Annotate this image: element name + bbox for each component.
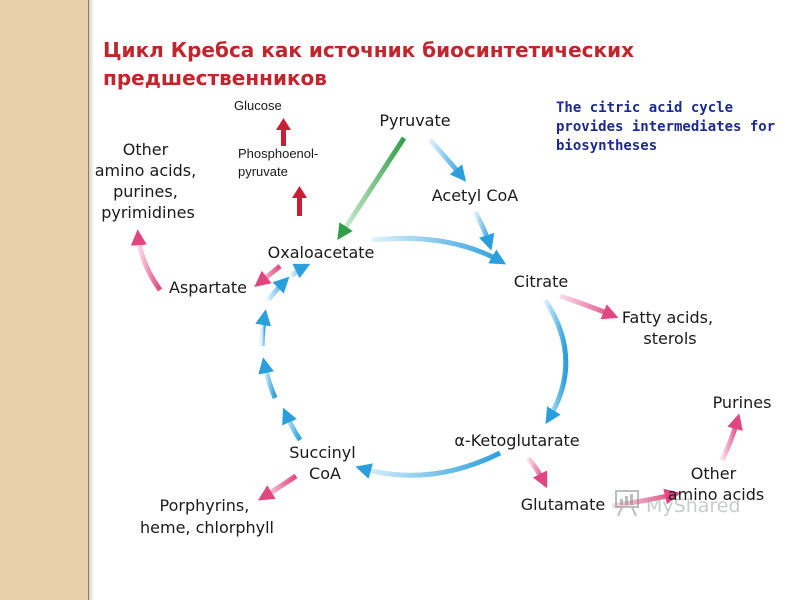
node-oxaloacetate: Oxaloacetate — [268, 243, 375, 262]
node-citrate: Citrate — [514, 272, 568, 291]
arrow-oxaloacetate-to-pep-icon — [292, 186, 307, 216]
node-fatty-acids: Fatty acids, sterols — [622, 308, 718, 348]
node-porphyrins: Porphyrins, heme, chlorphyll — [140, 496, 274, 537]
arrow-acetyl-coa-to-citrate — [472, 210, 495, 251]
arrow-pep-to-glucose-icon — [276, 118, 291, 146]
node-phosphoenolpyruvate: Phosphoenol- pyruvate — [238, 146, 322, 179]
slide-title: Цикл Кребса как источник биосинтетически… — [103, 38, 634, 90]
arrow-other-amino-acids-to-purines — [719, 413, 743, 462]
arrow-cycle-segment-2 — [258, 357, 278, 400]
node-other-amino-acids-right: Other amino acids — [668, 464, 764, 504]
arrow-cycle-segment-3 — [255, 309, 272, 347]
node-glutamate: Glutamate — [521, 495, 606, 514]
node-succinyl-coa: Succinyl CoA — [289, 443, 360, 483]
cycle-arrows — [255, 138, 569, 479]
watermark-text: MyShared — [646, 495, 741, 517]
arrow-succinyl-coa-to-porphyrins — [257, 473, 298, 501]
node-acetyl-coa: Acetyl CoA — [432, 186, 519, 205]
arrow-citrate-to-fatty-acids — [559, 293, 619, 320]
cycle-note: The citric acid cycle provides intermedi… — [556, 100, 776, 154]
arrow-alpha-ketoglutarate-to-glutamate — [526, 456, 548, 489]
node-glucose: Glucose — [234, 98, 282, 113]
node-other-amino-acids-left: Other amino acids, purines, pyrimidines — [95, 140, 202, 222]
node-alpha-ketoglutarate: α-Ketoglutarate — [454, 431, 579, 450]
arrow-oxaloacetate-to-citrate — [371, 235, 507, 265]
node-aspartate: Aspartate — [169, 278, 247, 297]
arrow-cycle-segment-1 — [282, 407, 303, 442]
arrow-cycle-segment-4 — [266, 276, 290, 302]
sidebar-shadow — [88, 0, 94, 600]
arrow-aspartate-to-other-amino-acids — [130, 229, 163, 292]
arrow-alpha-ketoglutarate-to-succinyl-coa — [355, 450, 502, 479]
node-purines: Purines — [713, 393, 772, 412]
node-pyruvate: Pyruvate — [379, 111, 450, 130]
arrow-oxaloacetate-to-aspartate — [254, 264, 282, 287]
arrow-pyruvate-to-acetyl-coa — [428, 138, 467, 182]
slide-sidebar-band — [0, 0, 89, 600]
arrow-citrate-to-alpha-ketoglutarate — [542, 298, 569, 425]
watermark-logo-icon — [615, 490, 639, 517]
biosynthesis-arrows — [130, 229, 743, 509]
arrow-glutamate-to-other-amino-acids — [611, 488, 681, 509]
arrow-pyruvate-to-oxaloacetate — [337, 136, 407, 241]
arrow-cycle-segment-5 — [289, 263, 311, 279]
